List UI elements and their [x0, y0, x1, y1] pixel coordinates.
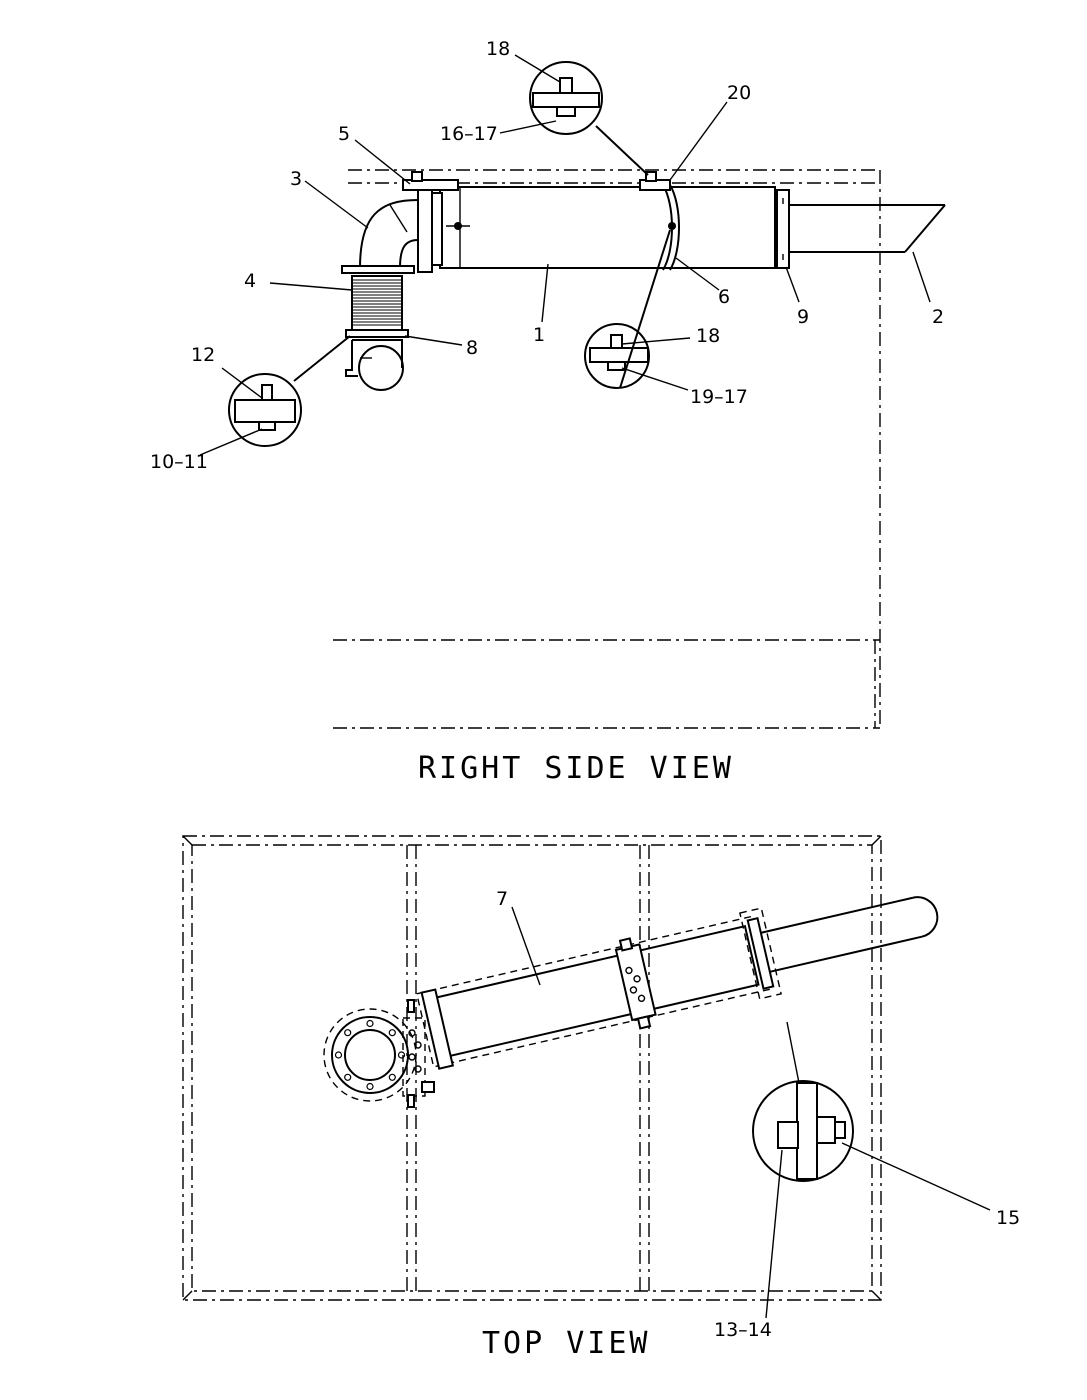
callout-15: 15 — [996, 1207, 1020, 1229]
callout-4: 4 — [244, 270, 256, 292]
muffler-body — [417, 185, 776, 273]
flange-bolt-hole — [344, 1073, 352, 1081]
detail-flange-bolt — [228, 335, 351, 447]
side-leaders — [199, 54, 931, 456]
top-view-title: TOP VIEW — [482, 1326, 651, 1361]
callout-16-17: 16–17 — [440, 123, 498, 145]
flange-bolt-hole — [366, 1082, 374, 1091]
flange-bolt-hole — [334, 1051, 343, 1059]
turbo-adapter — [345, 339, 404, 391]
top-brackets — [402, 171, 671, 191]
tail-pipe — [789, 204, 946, 253]
callout-1: 1 — [533, 324, 545, 346]
callout-9: 9 — [797, 306, 809, 328]
detail-outlet-bolt — [752, 1021, 854, 1182]
callout-3: 3 — [290, 168, 302, 190]
callout-18-mid: 18 — [696, 325, 720, 347]
side-callouts: 18 16–17 20 5 3 4 8 1 6 9 2 18 19–17 12 … — [150, 38, 944, 473]
callout-8: 8 — [466, 337, 478, 359]
enclosure-outline-side — [333, 169, 881, 729]
callout-10-11: 10–11 — [150, 451, 208, 473]
frame-outline-top — [182, 835, 882, 1301]
top-callouts: 7 15 13–14 — [496, 888, 1020, 1341]
flex-bellows — [345, 275, 409, 338]
flange-bolt-hole — [388, 1029, 396, 1037]
callout-6: 6 — [718, 286, 730, 308]
inlet-flange-top — [323, 999, 435, 1108]
callout-19-17: 19–17 — [690, 386, 748, 408]
detail-bracket-bolt-top — [529, 61, 649, 176]
callout-12: 12 — [191, 344, 215, 366]
flange-bolt-hole — [397, 1051, 406, 1059]
detail-band-bolt — [584, 229, 671, 389]
callout-13-14: 13–14 — [714, 1319, 772, 1341]
flange-bolt-hole — [366, 1019, 374, 1028]
callout-2: 2 — [932, 306, 944, 328]
outlet-flange — [776, 189, 790, 269]
flange-bolt-hole — [388, 1073, 396, 1081]
callout-7: 7 — [496, 888, 508, 910]
right-side-view-title: RIGHT SIDE VIEW — [418, 751, 734, 786]
top-leaders — [511, 906, 991, 1319]
exhaust-elbow — [341, 199, 419, 274]
callout-20: 20 — [727, 82, 751, 104]
flange-bolt-hole — [344, 1029, 352, 1037]
top-view: 7 15 13–14 TOP VIEW — [182, 835, 1020, 1361]
callout-5: 5 — [338, 123, 350, 145]
muffler-top — [415, 896, 939, 1070]
callout-18-top: 18 — [486, 38, 510, 60]
right-side-view: 18 16–17 20 5 3 4 8 1 6 9 2 18 19–17 12 … — [150, 38, 946, 786]
mounting-band — [662, 184, 680, 271]
